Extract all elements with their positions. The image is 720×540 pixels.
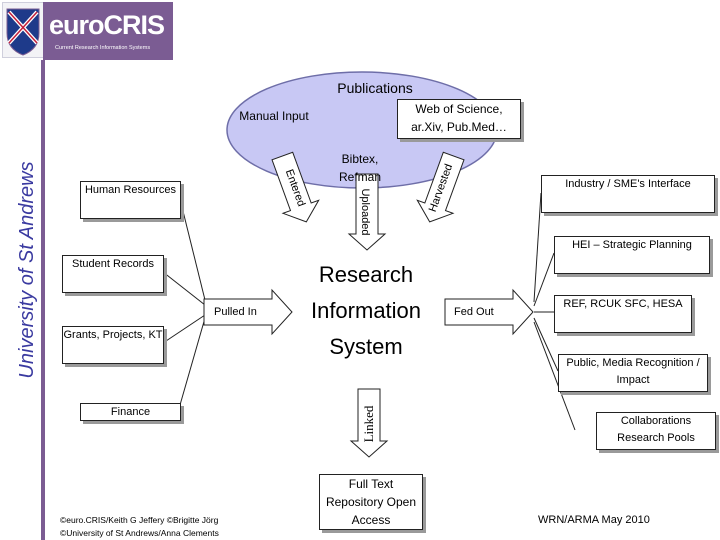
fed-out-label: Fed Out [454, 306, 494, 318]
collaborations-box: Collaborations Research Pools [596, 412, 716, 450]
pulled-in-arrow [203, 288, 293, 336]
public-media-box: Public, Media Recognition / Impact [558, 354, 708, 392]
right-connectors [533, 192, 576, 431]
logo-title: euroCRIS [49, 10, 165, 40]
fed-out-arrow [444, 288, 534, 336]
manual-input-label: Manual Input [239, 109, 309, 123]
full-text-repository-box: Full Text Repository Open Access [319, 474, 423, 530]
web-of-science-box: Web of Science, ar.Xiv, Pub.Med… [397, 99, 521, 139]
uploaded-label: Uploaded [359, 188, 371, 236]
ref-rcuk-box: REF, RCUK SFC, HESA [554, 295, 692, 333]
bibtex-label: Bibtex, Refman [338, 152, 382, 184]
center-line-3: System [329, 334, 403, 359]
hei-strategic-planning-box: HEI – Strategic Planning [554, 236, 710, 274]
center-line-1: Research [318, 262, 414, 287]
grants-projects-kt-box: Grants, Projects, KT [62, 326, 164, 364]
footer-credit-1: ©euro.CRIS/Keith G Jeffery ©Brigitte Jör… [60, 515, 219, 525]
footer-credit-2: ©University of St Andrews/Anna Clements [60, 528, 219, 538]
publications-title: Publications [337, 80, 413, 96]
human-resources-box: Human Resources [80, 181, 181, 219]
footer-date: WRN/ARMA May 2010 [538, 514, 650, 526]
entered-arrow [271, 151, 320, 223]
industry-sme-box: Industry / SME's Interface [541, 175, 715, 213]
university-crest-icon [2, 2, 44, 58]
uploaded-arrow [347, 173, 387, 251]
pulled-in-label: Pulled In [214, 306, 257, 318]
logo-subtitle: Current Research Information Systems [55, 45, 151, 51]
harvested-arrow [416, 151, 465, 223]
student-records-box: Student Records [62, 255, 164, 293]
finance-box: Finance [80, 403, 181, 421]
left-connectors [162, 198, 206, 406]
university-vertical-title: University of St Andrews [16, 161, 38, 379]
left-accent-bar [41, 60, 45, 540]
center-line-2: Information [310, 298, 422, 323]
eurocris-logo: euroCRIS Current Research Information Sy… [43, 2, 173, 60]
linked-label: Linked [361, 405, 376, 443]
linked-arrow [349, 388, 389, 458]
